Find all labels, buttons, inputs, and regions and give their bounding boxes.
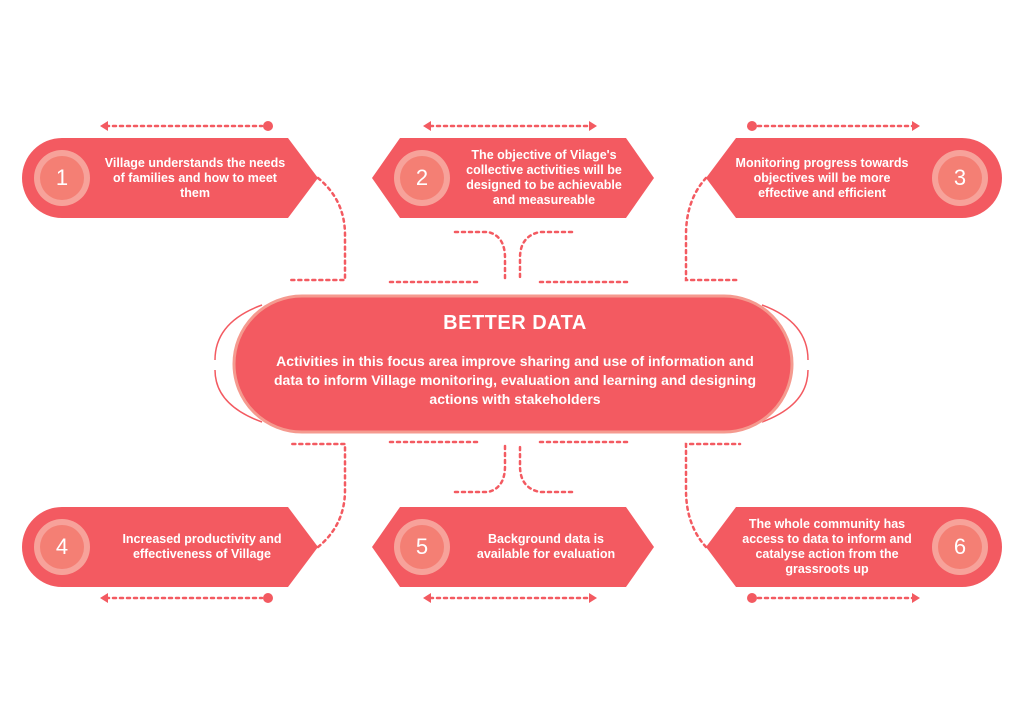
card-number-6: 6	[953, 534, 967, 559]
number-disc-3	[938, 156, 982, 200]
card-text-4: Increased productivity and effectiveness…	[112, 517, 292, 577]
card-text-1: Village understands the needs of familie…	[104, 148, 286, 208]
number-disc-4	[40, 525, 84, 569]
card-text-5: Background data is available for evaluat…	[470, 517, 622, 577]
arrowhead-5b	[589, 593, 597, 603]
arrowhead-5a	[423, 593, 431, 603]
connector-2b	[518, 230, 574, 282]
arrowhead-4	[100, 593, 108, 603]
card-3	[706, 138, 1002, 218]
center-title: BETTER DATA	[443, 312, 587, 334]
cards	[22, 138, 1002, 587]
connector-2a	[453, 230, 507, 282]
arrow-dot-6	[747, 593, 757, 603]
arc-left-bottom	[214, 369, 263, 423]
connector-5b	[518, 442, 574, 494]
arrow-dot-1	[263, 121, 273, 131]
card-label-1: Village understands the needs of familie…	[104, 155, 286, 200]
card-number-1: 1	[55, 165, 69, 190]
connector-4	[288, 442, 347, 549]
number-disc-6	[938, 525, 982, 569]
connector-1	[288, 176, 347, 282]
arrow-heads	[100, 121, 920, 603]
center-pill	[232, 294, 794, 434]
card-text-2: The objective of Vilage's collective act…	[458, 146, 630, 210]
connector-6	[684, 442, 742, 549]
arrowhead-6	[912, 593, 920, 603]
arrow-dot-3	[747, 121, 757, 131]
card-2	[372, 138, 654, 218]
card-label-3: Monitoring progress towards objectives w…	[735, 155, 909, 200]
card-5	[372, 507, 654, 587]
arrowhead-2b	[589, 121, 597, 131]
card-number-3: 3	[953, 165, 967, 190]
arc-right-bottom	[761, 369, 809, 423]
arrow-dot-4	[263, 593, 273, 603]
connector-3	[684, 176, 742, 282]
connectors	[288, 176, 742, 549]
card-label-2: The objective of Vilage's collective act…	[466, 148, 622, 207]
card-4	[22, 507, 318, 587]
card-number-2: 2	[415, 165, 429, 190]
card-1	[22, 138, 318, 218]
number-circles	[34, 150, 988, 575]
card-number-5: 5	[415, 534, 429, 559]
arrowhead-2a	[423, 121, 431, 131]
card-label-4: Increased productivity and effectiveness…	[122, 532, 282, 561]
card-text-3: Monitoring progress towards objectives w…	[728, 148, 916, 208]
number-disc-2	[400, 156, 444, 200]
card-label-6: The whole community has access to data t…	[742, 517, 912, 576]
arc-left-top	[214, 304, 263, 361]
arrowhead-1	[100, 121, 108, 131]
card-6	[706, 507, 1002, 587]
number-disc-5	[400, 525, 444, 569]
card-number-4: 4	[55, 534, 69, 559]
connector-5a	[453, 442, 507, 494]
arrowhead-3	[912, 121, 920, 131]
arrows	[104, 124, 916, 600]
number-disc-1	[40, 156, 84, 200]
side-arcs	[214, 304, 809, 423]
arc-right-top	[761, 304, 809, 361]
card-label-5: Background data is available for evaluat…	[476, 532, 616, 561]
card-text-6: The whole community has access to data t…	[738, 515, 916, 579]
center-description: Activities in this focus area improve sh…	[273, 353, 756, 407]
